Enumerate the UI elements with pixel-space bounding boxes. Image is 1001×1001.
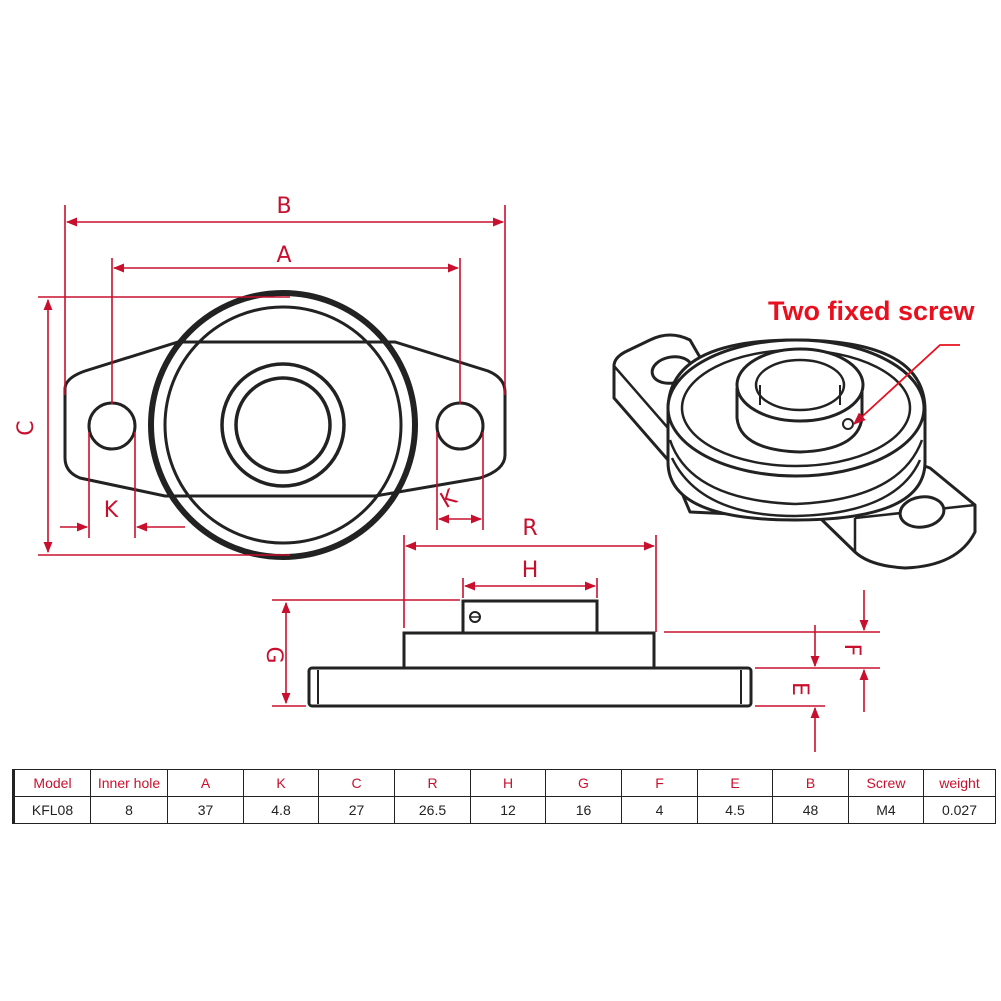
right-mount-hole <box>435 401 485 451</box>
bearing-inner <box>234 376 332 474</box>
header-cell: Inner hole <box>90 769 168 797</box>
front-view <box>63 290 507 560</box>
header-cell: F <box>621 769 698 797</box>
front-dimensions <box>38 205 506 556</box>
label-f: F <box>839 644 864 657</box>
callout-text: Two fixed screw <box>768 296 976 326</box>
header-cell: B <box>772 769 849 797</box>
housing-ring <box>163 305 403 545</box>
table-cell: 4.8 <box>243 796 319 824</box>
header-cell: Screw <box>848 769 924 797</box>
side-labels: R H G F E <box>261 516 864 696</box>
table-cell: 26.5 <box>394 796 471 824</box>
table-cell: 37 <box>167 796 244 824</box>
header-cell: H <box>470 769 546 797</box>
table-row: KFL08 8 37 4.8 27 26.5 12 16 4 4.5 48 M4… <box>12 796 996 824</box>
label-e: E <box>787 682 812 696</box>
iso-right-hole <box>898 495 946 529</box>
header-cell: weight <box>923 769 996 797</box>
iso-bore <box>754 358 846 412</box>
bearing-outer <box>220 362 346 488</box>
side-base <box>307 666 753 708</box>
screw-callout: Two fixed screw <box>768 296 976 425</box>
header-cell: G <box>545 769 622 797</box>
label-a: A <box>276 243 291 268</box>
table-cell: 12 <box>470 796 546 824</box>
side-housing <box>402 631 656 670</box>
label-g: G <box>261 646 286 663</box>
header-cell: Model <box>12 769 91 797</box>
table-cell: 8 <box>90 796 168 824</box>
front-labels: B A C K K <box>14 194 462 523</box>
side-dimensions <box>272 535 880 752</box>
table-cell: 4 <box>621 796 698 824</box>
table-cell: KFL08 <box>12 796 91 824</box>
technical-drawing: B A C K K R <box>14 194 977 752</box>
spec-table: Model Inner hole A K C R H G F E B Screw… <box>12 769 996 824</box>
housing-outer-ring <box>148 290 418 560</box>
table-cell: 0.027 <box>923 796 996 824</box>
table-cell: 16 <box>545 796 622 824</box>
header-cell: A <box>167 769 244 797</box>
isometric-view <box>612 333 977 570</box>
label-k-right: K <box>436 485 461 514</box>
table-cell: M4 <box>848 796 924 824</box>
header-cell: K <box>243 769 319 797</box>
callout-leader <box>853 344 960 425</box>
label-h: H <box>522 558 539 583</box>
side-view <box>307 599 753 708</box>
table-cell: 48 <box>772 796 849 824</box>
side-bearing <box>461 599 599 635</box>
header-cell: E <box>697 769 773 797</box>
label-r: R <box>522 516 537 541</box>
left-mount-hole <box>87 401 137 451</box>
flange-outline <box>63 340 507 498</box>
label-b: B <box>276 194 291 219</box>
table-cell: 4.5 <box>697 796 773 824</box>
label-c: C <box>14 420 39 435</box>
header-cell: C <box>318 769 395 797</box>
iso-screw-hole <box>842 418 854 430</box>
table-cell: 27 <box>318 796 395 824</box>
header-cell: R <box>394 769 471 797</box>
label-k-left: K <box>104 498 119 523</box>
table-header-row: Model Inner hole A K C R H G F E B Screw… <box>12 769 996 797</box>
